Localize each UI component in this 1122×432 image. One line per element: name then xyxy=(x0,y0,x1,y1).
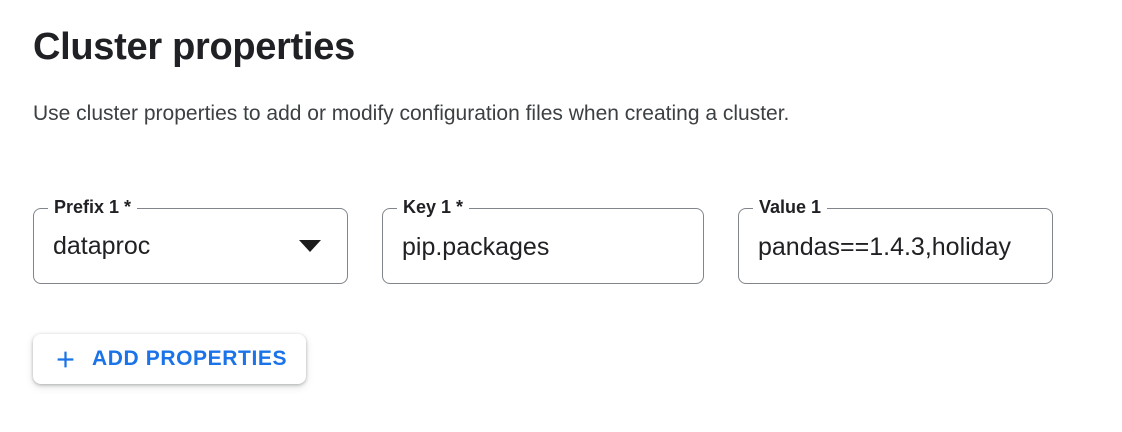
caret-down-icon xyxy=(299,240,321,252)
key-field-label: Key 1 * xyxy=(397,196,470,218)
key-input[interactable] xyxy=(383,209,703,283)
add-properties-button[interactable]: ADD PROPERTIES xyxy=(33,334,307,384)
page-title: Cluster properties xyxy=(33,26,355,68)
property-row-1: Prefix 1 * dataproc Key 1 * Value 1 xyxy=(33,196,1122,284)
value-input[interactable] xyxy=(739,209,1052,283)
key-field: Key 1 * xyxy=(382,196,704,284)
section-description: Use cluster properties to add or modify … xyxy=(33,102,790,125)
prefix-field-label: Prefix 1 * xyxy=(48,196,138,218)
value-field-label: Value 1 xyxy=(753,196,828,218)
prefix-select[interactable]: dataproc xyxy=(34,209,347,283)
add-properties-label: ADD PROPERTIES xyxy=(92,347,288,370)
prefix-selected-value: dataproc xyxy=(53,231,151,260)
plus-icon xyxy=(57,351,74,367)
prefix-field: Prefix 1 * dataproc xyxy=(33,196,348,284)
value-field: Value 1 xyxy=(738,196,1053,284)
